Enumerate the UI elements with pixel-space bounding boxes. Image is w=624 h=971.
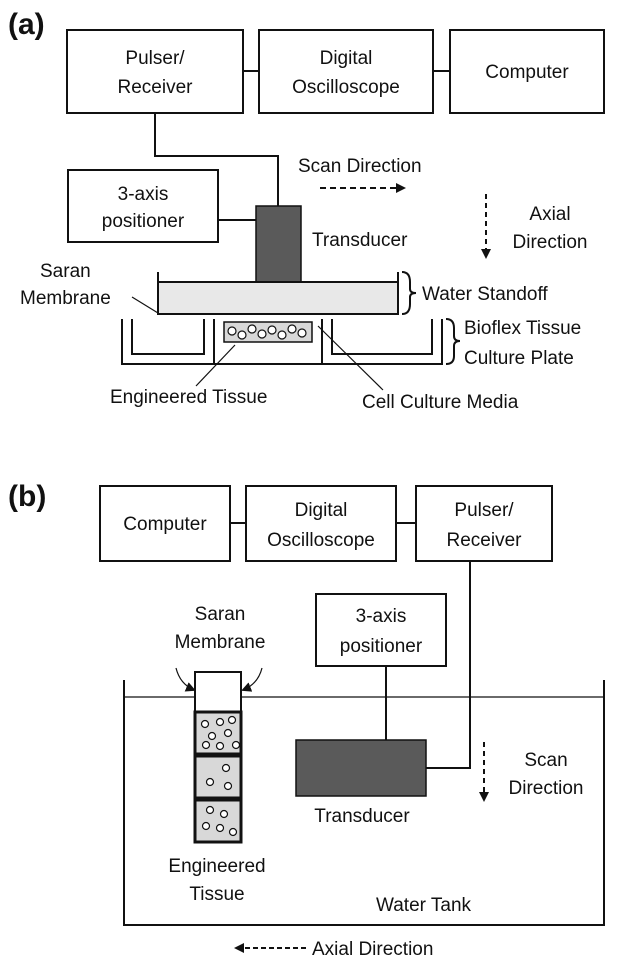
oscilloscope-label-line1-b: Digital — [295, 500, 348, 521]
computer-label-a: Computer — [485, 62, 569, 83]
axial-direction-label-b: Axial Direction — [312, 939, 433, 960]
water-standoff-a — [157, 281, 399, 315]
positioner-label-line2-b: positioner — [340, 636, 423, 657]
panel-a: (a) Pulser/ Receiver Digital Oscilloscop… — [8, 8, 605, 413]
tissue-pointer-a — [195, 344, 236, 387]
cells-b — [200, 715, 241, 837]
pulser-label-line1-a: Pulser/ — [125, 48, 185, 69]
tissue-top-cell-b — [194, 671, 242, 713]
water-tank — [123, 680, 605, 926]
saran-label-line2-a: Membrane — [20, 288, 111, 309]
pulser-label-line1-b: Pulser/ — [454, 500, 514, 521]
engineered-tissue-label-a: Engineered Tissue — [110, 387, 267, 408]
pulser-receiver-box-a — [66, 29, 244, 114]
transducer-label-a: Transducer — [312, 230, 408, 251]
positioner-label-line1-a: 3-axis — [118, 184, 169, 205]
computer-box-a — [449, 29, 605, 114]
water-standoff-label-a: Water Standoff — [422, 284, 548, 305]
engineered-tissue-label-line1-b: Engineered — [168, 856, 265, 877]
transducer-label-b: Transducer — [314, 806, 410, 827]
oscilloscope-label-line2-a: Oscilloscope — [292, 77, 400, 98]
scan-label-line1-b: Scan — [524, 750, 567, 771]
positioner-box-a — [67, 169, 219, 243]
plate-well-right-a — [321, 319, 443, 365]
cell-culture-label-a: Cell Culture Media — [362, 392, 519, 413]
positioner-label-line1-b: 3-axis — [356, 606, 407, 627]
water-tank-label: Water Tank — [376, 895, 472, 916]
media-pointer-a — [317, 325, 384, 391]
pulser-label-line2-a: Receiver — [118, 77, 194, 98]
pulser-receiver-box-b — [415, 485, 553, 562]
saran-label-line1-b: Saran — [195, 604, 246, 625]
positioner-label-line2-a: positioner — [102, 211, 185, 232]
pulser-label-line2-b: Receiver — [447, 530, 523, 551]
panel-a-tag: (a) — [8, 8, 45, 41]
oscilloscope-label-line1-a: Digital — [320, 48, 373, 69]
positioner-box-b — [315, 593, 447, 667]
transducer-b — [295, 739, 427, 797]
cable-a — [154, 113, 279, 206]
cells-a — [227, 324, 307, 340]
oscilloscope-label-line2-b: Oscilloscope — [267, 530, 375, 551]
saran-pointer-a — [131, 296, 159, 314]
saran-arrow-right-b — [241, 667, 263, 692]
scan-direction-label-a: Scan Direction — [298, 156, 422, 177]
engineered-tissue-label-line2-b: Tissue — [189, 884, 244, 905]
plate-well-left-a — [121, 319, 215, 365]
computer-label-b: Computer — [123, 514, 207, 535]
bioflex-label-line2-a: Culture Plate — [464, 348, 574, 369]
standoff-brace-a — [401, 271, 417, 315]
panel-b: (b) Computer Digital Oscilloscope Pulser… — [8, 480, 605, 960]
axial-label-line2-a: Direction — [513, 232, 588, 253]
saran-label-line2-b: Membrane — [175, 632, 266, 653]
scan-label-line2-b: Direction — [509, 778, 584, 799]
cable-b — [426, 561, 471, 769]
axial-label-line1-a: Axial — [529, 204, 570, 225]
panel-b-tag: (b) — [8, 480, 46, 513]
tissue-sample-2-b — [193, 754, 243, 800]
oscilloscope-box-a — [258, 29, 434, 114]
transducer-a — [255, 205, 302, 289]
saran-arrow-left-b — [175, 667, 196, 692]
bioflex-label-line1-a: Bioflex Tissue — [464, 318, 581, 339]
oscilloscope-box-b — [245, 485, 397, 562]
plate-well-left-inner-a — [131, 319, 205, 355]
plate-well-right-inner-a — [331, 319, 433, 355]
saran-label-line1-a: Saran — [40, 261, 91, 282]
plate-brace-a — [445, 318, 461, 365]
